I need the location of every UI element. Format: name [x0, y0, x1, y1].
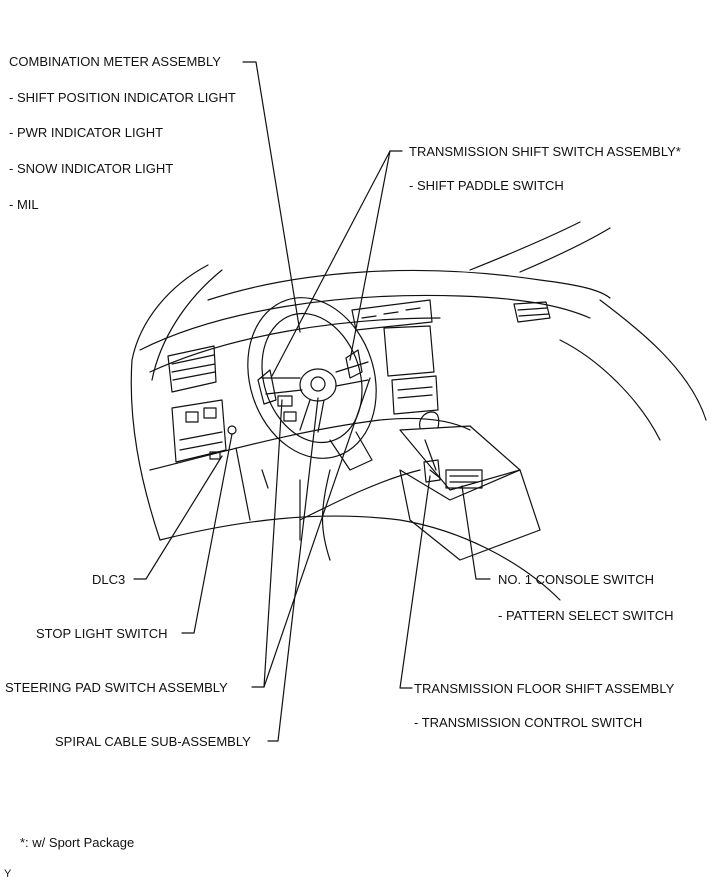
- leader-stop-light: [181, 433, 233, 634]
- label-snow-light: - SNOW INDICATOR LIGHT: [9, 161, 174, 176]
- right-vent: [513, 301, 551, 323]
- left-door-edge: [151, 269, 223, 381]
- paddle-right: [345, 349, 363, 379]
- steering-hub: [299, 368, 337, 402]
- leader-trans-shift-2: [349, 150, 391, 361]
- steering-spoke-left: [261, 377, 303, 395]
- leader-trans-shift-1: [271, 150, 403, 377]
- dash-lower: [149, 417, 471, 471]
- steering-column: [329, 431, 373, 471]
- center-controls: [391, 375, 439, 415]
- leader-combination-meter: [242, 61, 301, 333]
- shift-lever: [419, 411, 440, 429]
- pad-switch-left: [277, 395, 293, 407]
- dash-top-2: [149, 317, 441, 373]
- right-door: [599, 299, 707, 421]
- label-shift-paddle: - SHIFT PADDLE SWITCH: [409, 178, 564, 193]
- label-console-switch: NO. 1 CONSOLE SWITCH: [498, 572, 655, 587]
- floor-line: [159, 515, 561, 601]
- console-switch-block: [445, 469, 483, 489]
- label-pwr-light: - PWR INDICATOR LIGHT: [9, 125, 164, 140]
- console-side: [399, 469, 541, 561]
- dash-top: [139, 294, 591, 351]
- right-door-2: [559, 339, 661, 441]
- label-mil: - MIL: [9, 197, 39, 212]
- steering-spoke-right: [335, 361, 369, 387]
- label-pattern-select: - PATTERN SELECT SWITCH: [498, 608, 674, 623]
- label-trans-control: - TRANSMISSION CONTROL SWITCH: [414, 715, 643, 730]
- leader-console-switch: [461, 485, 491, 580]
- steering-wheel-outer: [247, 297, 377, 459]
- right-pillar-2: [519, 227, 611, 273]
- label-dlc3: DLC3: [92, 572, 126, 587]
- label-spiral-cable: SPIRAL CABLE SUB-ASSEMBLY: [55, 734, 251, 749]
- knee-panel: [235, 447, 421, 521]
- label-steering-pad: STEERING PAD SWITCH ASSEMBLY: [5, 680, 228, 695]
- right-pillar: [469, 221, 581, 271]
- footnote: *: w/ Sport Package: [20, 835, 135, 850]
- stop-switch-part: [227, 425, 237, 435]
- windshield-edge: [207, 269, 611, 301]
- label-trans-shift-switch: TRANSMISSION SHIFT SWITCH ASSEMBLY*: [409, 144, 681, 159]
- label-floor-shift: TRANSMISSION FLOOR SHIFT ASSEMBLY: [414, 681, 675, 696]
- left-vent: [167, 345, 217, 393]
- left-pillar: [130, 264, 209, 541]
- leader-dlc3: [133, 455, 223, 580]
- steering-wheel-inner: [261, 312, 363, 444]
- corner-mark: Y: [4, 868, 12, 880]
- center-display: [383, 325, 435, 377]
- left-lower-panel: [171, 399, 227, 463]
- paddle-left: [257, 369, 277, 405]
- center-vents: [351, 299, 433, 331]
- steering-logo: [310, 376, 326, 392]
- label-stop-light: STOP LIGHT SWITCH: [36, 626, 168, 641]
- leader-floor-shift: [399, 475, 431, 689]
- label-combination-meter: COMBINATION METER ASSEMBLY: [9, 54, 221, 69]
- floor-shift-unit: [423, 459, 441, 483]
- label-shift-position-light: - SHIFT POSITION INDICATOR LIGHT: [9, 90, 236, 105]
- steering-spoke-bottom: [299, 399, 325, 433]
- leader-spiral-cable: [267, 397, 319, 742]
- dlc3-connector: [209, 451, 221, 460]
